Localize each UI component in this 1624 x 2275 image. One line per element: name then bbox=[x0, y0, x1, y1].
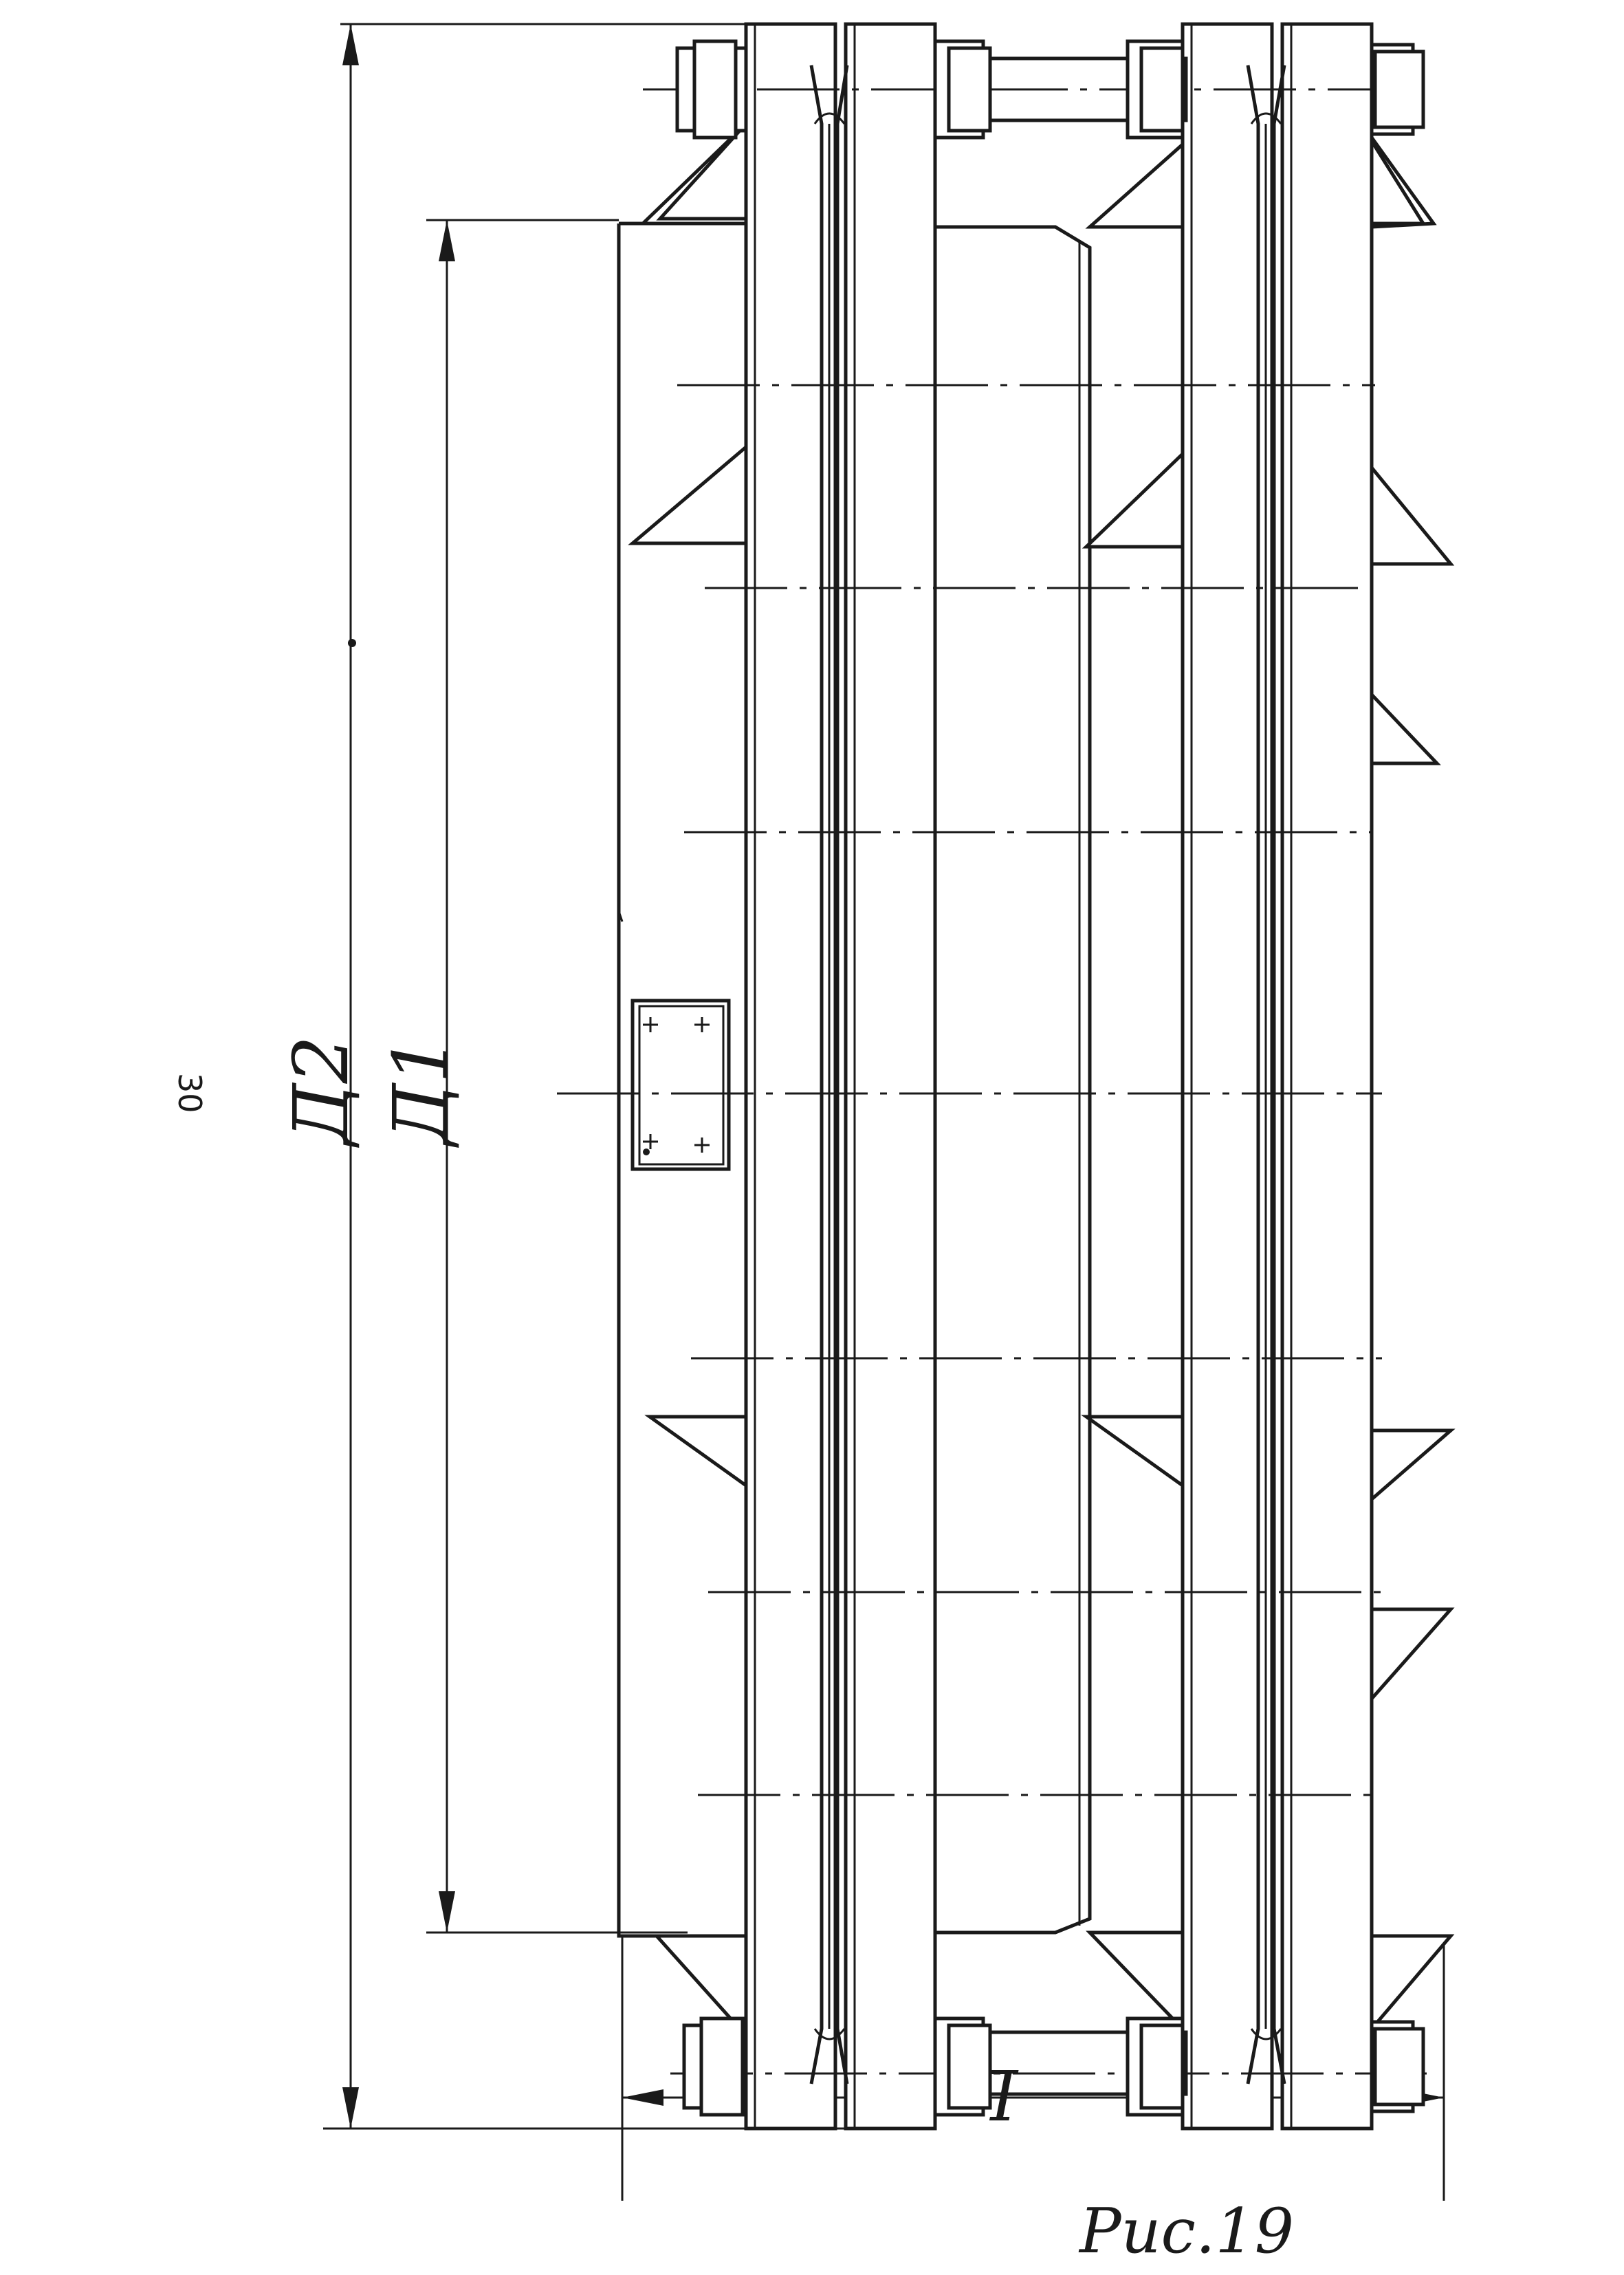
dimension-d1 bbox=[426, 219, 688, 1934]
right-bellows-tube bbox=[1246, 65, 1286, 2084]
flange-plate-4 bbox=[1280, 22, 1374, 2131]
page-number: 30 bbox=[171, 1073, 208, 1113]
gusset-ribs bbox=[628, 119, 1456, 2040]
figure-caption: Рис.19 bbox=[1078, 2195, 1294, 2267]
dimension-d1-label: Д1 bbox=[377, 1036, 465, 1148]
tie-rod-top bbox=[675, 39, 1425, 140]
tie-rod-bottom bbox=[682, 2016, 1425, 2117]
center-lines bbox=[557, 88, 1427, 2075]
nameplate bbox=[630, 999, 731, 1171]
flange-plate-2 bbox=[844, 22, 937, 2131]
dimension-d2 bbox=[323, 23, 859, 2130]
dimension-d2-label: Д2 bbox=[277, 1036, 365, 1148]
left-bellows-tube bbox=[809, 65, 849, 2084]
inner-sleeve bbox=[935, 225, 1183, 1935]
